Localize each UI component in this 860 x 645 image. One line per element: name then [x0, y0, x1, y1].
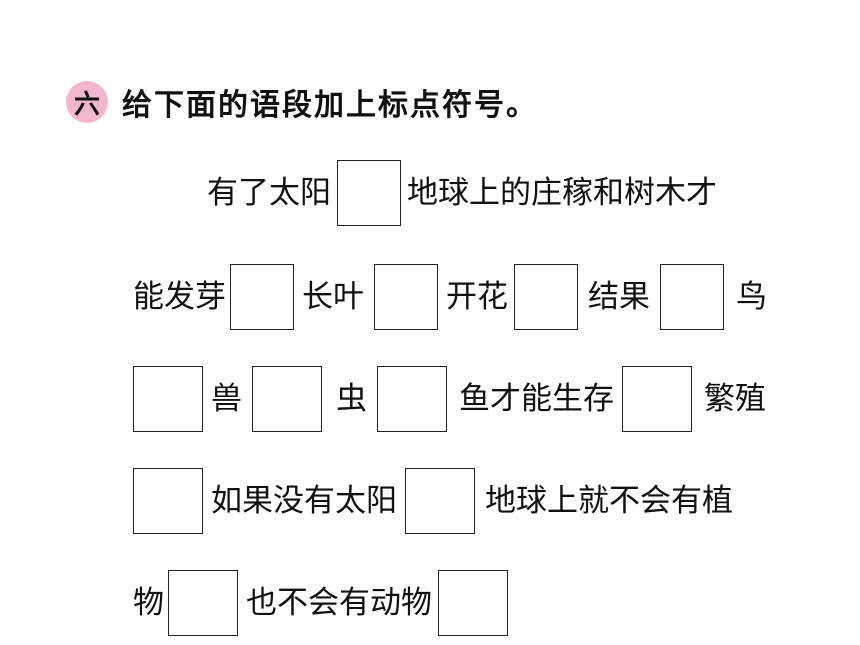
passage-text: 有了太阳	[207, 174, 331, 211]
passage-text: 物	[133, 584, 164, 621]
answer-box[interactable]	[168, 570, 238, 636]
answer-box[interactable]	[252, 366, 322, 432]
passage-text: 如果没有太阳	[211, 482, 397, 519]
section-heading: 六 给下面的语段加上标点符号。	[66, 78, 538, 126]
answer-box[interactable]	[660, 264, 724, 330]
passage-text: 兽	[211, 380, 242, 417]
section-number-badge: 六	[66, 81, 108, 123]
section-title: 给下面的语段加上标点符号。	[122, 88, 538, 123]
passage-line-4: 如果没有太阳 地球上就不会有植	[133, 466, 733, 536]
passage-line-1: 有了太阳 地球上的庄稼和树木才	[207, 158, 717, 228]
answer-box[interactable]	[438, 570, 508, 636]
answer-box[interactable]	[514, 264, 578, 330]
passage-text: 虫	[336, 380, 367, 417]
answer-box[interactable]	[377, 366, 447, 432]
answer-box[interactable]	[133, 468, 203, 534]
passage-text: 也不会有动物	[246, 584, 432, 621]
passage-line-3: 兽 虫 鱼才能生存 繁殖	[133, 364, 766, 434]
passage-line-2: 能发芽 长叶 开花 结果 鸟	[133, 262, 767, 332]
answer-box[interactable]	[230, 264, 294, 330]
answer-box[interactable]	[405, 468, 475, 534]
answer-box[interactable]	[337, 160, 401, 226]
passage-text: 开花	[446, 278, 508, 315]
passage-text: 鸟	[736, 278, 767, 315]
passage-text: 结果	[588, 278, 650, 315]
passage-line-5: 物 也不会有动物	[133, 568, 508, 638]
passage-text: 能发芽	[133, 278, 226, 315]
passage-text: 鱼才能生存	[459, 380, 614, 417]
passage-text: 地球上就不会有植	[485, 482, 733, 519]
answer-box[interactable]	[622, 366, 692, 432]
passage-text: 地球上的庄稼和树木才	[407, 174, 717, 211]
answer-box[interactable]	[374, 264, 438, 330]
passage-text: 繁殖	[704, 380, 766, 417]
answer-box[interactable]	[133, 366, 203, 432]
passage-text: 长叶	[302, 278, 364, 315]
